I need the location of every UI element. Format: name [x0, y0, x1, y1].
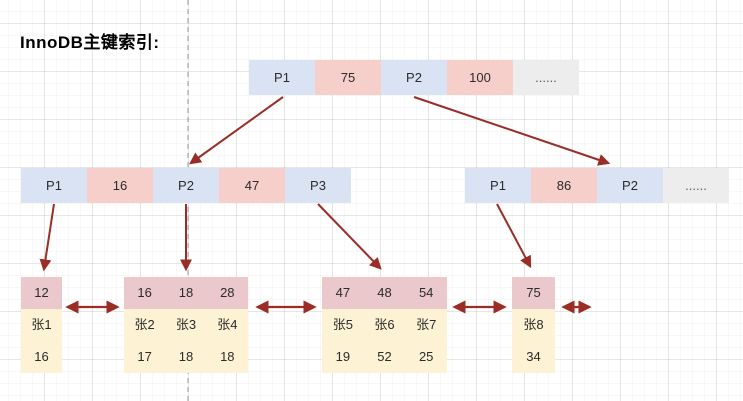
arrow-left-p3-to-leaf3 — [317, 203, 382, 270]
arrow-root-p1-to-left-child — [189, 96, 284, 165]
leaf-key: 47 — [322, 277, 364, 309]
internal-node-right: P1 86 P2 ...... — [465, 168, 729, 203]
leaf-name: 张7 — [405, 309, 448, 341]
leaf-record: 16 张2 17 — [124, 277, 166, 373]
leaf-value: 34 — [512, 341, 555, 373]
leaf-node-2: 16 张2 17 18 张3 18 28 张4 18 — [124, 277, 248, 373]
pointer-cell: P3 — [285, 168, 351, 203]
leaf-key: 16 — [124, 277, 166, 309]
leaf-key: 28 — [206, 277, 248, 309]
leaf-node-1: 12 张1 16 — [21, 277, 62, 373]
leaf-node-3: 47 张5 19 48 张6 52 54 张7 25 — [322, 277, 448, 373]
leaf-name: 张8 — [512, 309, 555, 341]
root-node: P1 75 P2 100 ...... — [249, 60, 579, 95]
leaf-name: 张2 — [124, 309, 166, 341]
arrow-left-p1-to-leaf1 — [39, 203, 55, 272]
leaf-name: 张5 — [322, 309, 364, 341]
pointer-cell: P2 — [381, 60, 447, 95]
leaf-key: 54 — [405, 277, 448, 309]
leaf-key: 48 — [363, 277, 406, 309]
leaf-record: 75 张8 34 — [512, 277, 555, 373]
arrow-right-p1-to-leaf4 — [496, 203, 532, 269]
leaf-record: 48 张6 52 — [363, 277, 406, 373]
key-cell: 75 — [315, 60, 381, 95]
leaf-record: 47 张5 19 — [322, 277, 364, 373]
leaf-value: 16 — [21, 341, 62, 373]
leaf-value: 25 — [405, 341, 448, 373]
ellipsis-cell: ...... — [663, 168, 729, 203]
leaf-record: 28 张4 18 — [206, 277, 248, 373]
pointer-cell: P2 — [597, 168, 663, 203]
leaf-key: 18 — [165, 277, 207, 309]
pointer-cell: P1 — [249, 60, 315, 95]
leaf-name: 张6 — [363, 309, 406, 341]
pointer-cell: P1 — [465, 168, 531, 203]
key-cell: 100 — [447, 60, 513, 95]
pointer-cell: P1 — [21, 168, 87, 203]
ellipsis-cell: ...... — [513, 60, 579, 95]
leaf-name: 张1 — [21, 309, 62, 341]
pointer-cell: P2 — [153, 168, 219, 203]
leaf-record: 18 张3 18 — [165, 277, 207, 373]
internal-node-left: P1 16 P2 47 P3 — [21, 168, 351, 203]
key-cell: 16 — [87, 168, 153, 203]
leaf-name: 张4 — [206, 309, 248, 341]
leaf-value: 18 — [165, 341, 207, 373]
leaf-record: 54 张7 25 — [405, 277, 448, 373]
leaf-record: 12 张1 16 — [21, 277, 62, 373]
leaf-value: 18 — [206, 341, 248, 373]
leaf-node-4: 75 张8 34 — [512, 277, 555, 373]
leaf-value: 17 — [124, 341, 166, 373]
page-title: InnoDB主键索引: — [20, 33, 160, 52]
arrow-root-p2-to-right-child — [413, 96, 611, 166]
leaf-value: 19 — [322, 341, 364, 373]
leaf-value: 52 — [363, 341, 406, 373]
leaf-name: 张3 — [165, 309, 207, 341]
key-cell: 86 — [531, 168, 597, 203]
key-cell: 47 — [219, 168, 285, 203]
leaf-key: 75 — [512, 277, 555, 309]
leaf-key: 12 — [21, 277, 62, 309]
